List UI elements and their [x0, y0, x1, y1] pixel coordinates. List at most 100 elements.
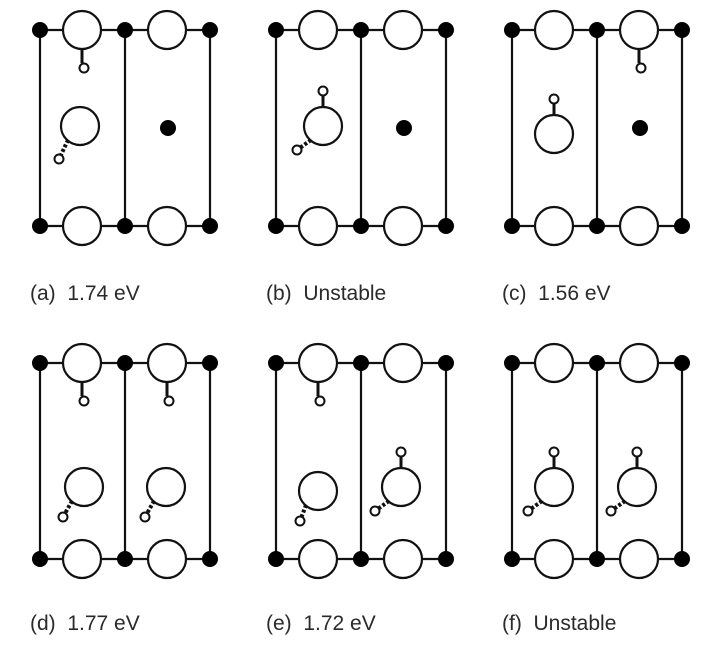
bottom-black-atom-2 — [674, 218, 690, 234]
bottom-large-atom-0 — [533, 538, 575, 580]
caption-d-label: (d) — [30, 612, 56, 635]
bottom-black-atom-2 — [202, 218, 218, 234]
isolated-black-atom — [632, 120, 648, 136]
bottom-black-atom-1 — [589, 218, 605, 234]
bottom-black-atom-1 — [589, 551, 605, 567]
top-large-atom-0 — [533, 342, 575, 384]
bottom-large-atom-0 — [61, 205, 103, 247]
panel-a — [32, 9, 218, 247]
bottom-black-atom-2 — [438, 218, 454, 234]
middle-side-1-bond — [609, 499, 627, 513]
top-black-atom-2 — [674, 22, 690, 38]
middle-side-1-small-atom — [605, 505, 617, 517]
isolated-black-atom — [160, 120, 176, 136]
top-black-atom-0 — [32, 355, 48, 371]
caption-e: (e) 1.72 eV — [266, 613, 376, 634]
top-black-atom-0 — [32, 22, 48, 38]
top-black-atom-1 — [589, 355, 605, 371]
top-black-atom-1 — [353, 22, 369, 38]
caption-a-label: (a) — [30, 282, 56, 305]
middle-side-0-small-atom — [57, 511, 69, 523]
bottom-black-atom-0 — [504, 551, 520, 567]
middle-side-1-bond — [373, 499, 391, 513]
top-black-atom-1 — [117, 22, 133, 38]
top-black-atom-0 — [504, 22, 520, 38]
bottom-black-atom-1 — [117, 551, 133, 567]
top-large-atom-1 — [618, 9, 660, 51]
bottom-large-atom-1 — [618, 205, 660, 247]
bottom-black-atom-0 — [268, 218, 284, 234]
top-black-atom-2 — [202, 22, 218, 38]
top-black-atom-1 — [117, 355, 133, 371]
caption-a: (a) 1.74 eV — [30, 283, 140, 304]
top-large-atom-1 — [382, 342, 424, 384]
top-large-atom-1 — [382, 9, 424, 51]
hanging-small-atom-0 — [78, 62, 90, 74]
caption-d-value: 1.77 eV — [67, 612, 140, 635]
bottom-black-atom-2 — [438, 551, 454, 567]
middle-side-0-small-atom — [522, 505, 534, 517]
hanging-small-atom-1 — [163, 395, 175, 407]
middle-large-atom-0 — [63, 466, 105, 508]
bottom-large-atom-0 — [533, 205, 575, 247]
bottom-large-atom-1 — [618, 538, 660, 580]
caption-f-label: (f) — [502, 612, 522, 635]
panel-e — [268, 342, 454, 580]
middle-up-small-atom-0 — [548, 446, 560, 458]
middle-up-small-atom-1 — [631, 446, 643, 458]
top-black-atom-1 — [589, 22, 605, 38]
panel-c — [504, 9, 690, 247]
top-large-atom-1 — [146, 9, 188, 51]
bottom-large-atom-0 — [297, 538, 339, 580]
middle-side-0-bond — [295, 138, 313, 152]
caption-f-value: Unstable — [533, 612, 617, 635]
middle-side-0-small-atom — [291, 144, 303, 156]
top-black-atom-2 — [438, 355, 454, 371]
middle-up-small-atom-0 — [317, 85, 329, 97]
top-black-atom-0 — [268, 22, 284, 38]
middle-side-0-small-atom — [53, 153, 65, 165]
top-black-atom-2 — [202, 355, 218, 371]
top-large-atom-0 — [297, 342, 339, 384]
caption-c-label: (c) — [502, 282, 527, 305]
panel-b — [268, 9, 454, 247]
hanging-small-atom-0 — [314, 395, 326, 407]
caption-c: (c) 1.56 eV — [502, 283, 611, 304]
hanging-small-atom-0 — [78, 395, 90, 407]
top-large-atom-0 — [61, 342, 103, 384]
bottom-large-atom-1 — [382, 538, 424, 580]
top-large-atom-1 — [146, 342, 188, 384]
bottom-black-atom-0 — [268, 551, 284, 567]
top-black-atom-2 — [438, 22, 454, 38]
caption-b-label: (b) — [266, 282, 292, 305]
bottom-black-atom-1 — [117, 218, 133, 234]
panel-f — [504, 342, 690, 580]
bottom-black-atom-0 — [32, 551, 48, 567]
caption-e-value: 1.72 eV — [303, 612, 376, 635]
middle-up-small-atom-1 — [395, 446, 407, 458]
bottom-black-atom-1 — [353, 551, 369, 567]
top-large-atom-0 — [533, 9, 575, 51]
bottom-large-atom-1 — [146, 538, 188, 580]
top-large-atom-0 — [297, 9, 339, 51]
top-large-atom-0 — [61, 9, 103, 51]
bottom-black-atom-1 — [353, 218, 369, 234]
middle-large-atom-0 — [297, 470, 339, 512]
bottom-black-atom-2 — [202, 551, 218, 567]
middle-large-atom-0 — [59, 105, 101, 147]
middle-side-1-small-atom — [139, 511, 151, 523]
top-black-atom-0 — [504, 355, 520, 371]
caption-f: (f) Unstable — [502, 613, 616, 634]
bottom-black-atom-0 — [32, 218, 48, 234]
top-black-atom-1 — [353, 355, 369, 371]
caption-e-label: (e) — [266, 612, 292, 635]
middle-side-0-bond — [298, 504, 308, 522]
bottom-large-atom-1 — [146, 205, 188, 247]
isolated-black-atom — [396, 120, 412, 136]
caption-d: (d) 1.77 eV — [30, 613, 140, 634]
top-large-atom-1 — [618, 342, 660, 384]
hanging-small-atom-0 — [635, 62, 647, 74]
middle-up-small-atom-0 — [548, 93, 560, 105]
middle-side-0-small-atom — [294, 515, 306, 527]
